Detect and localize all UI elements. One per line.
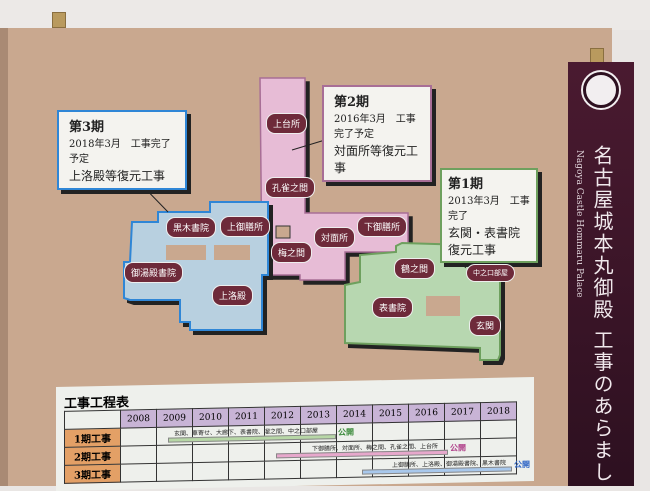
phase3-public: 公開 xyxy=(514,459,530,470)
year-cell: 2013 xyxy=(300,405,337,425)
year-cell: 2014 xyxy=(336,404,373,424)
room-label: 対面所 xyxy=(314,227,356,248)
row-header: 3期工事 xyxy=(64,464,121,484)
room-label: 黒木書院 xyxy=(166,217,217,238)
phase3-callout: 第3期 2018年3月 工事完了予定 上洛殿等復元工事 xyxy=(57,110,187,190)
phase2-label: 第2期 xyxy=(334,95,370,110)
phase2-public: 公開 xyxy=(450,442,466,453)
year-cell: 2017 xyxy=(444,402,481,422)
banner-title: 名古屋城本丸御殿 工事のあらまし xyxy=(590,145,614,484)
year-cell: 2011 xyxy=(228,407,265,426)
phase2-work: 対面所等復元工事 xyxy=(334,144,419,175)
room-label: 下御膳所 xyxy=(357,216,408,237)
room-label: 上御膳所 xyxy=(220,216,271,237)
year-cell: 2008 xyxy=(120,409,157,429)
room-label: 孔雀之間 xyxy=(265,177,316,198)
room-label: 梅之間 xyxy=(271,242,313,263)
phase2-date: 2016年3月 工事完了予定 xyxy=(334,114,416,140)
phase1-label: 第1期 xyxy=(448,177,484,192)
banner-subtitle: Nagoya Castle Hommaru Palace xyxy=(574,150,584,298)
phase1-public: 公開 xyxy=(338,426,354,438)
room-label: 上洛殿 xyxy=(212,285,254,306)
year-cell: 2015 xyxy=(372,404,409,423)
year-cell: 2010 xyxy=(192,407,229,427)
pin xyxy=(52,12,66,28)
row-header: 1期工事 xyxy=(64,428,121,448)
year-cell: 2018 xyxy=(480,401,517,421)
room-label: 上台所 xyxy=(266,113,308,134)
room-label: 表書院 xyxy=(372,297,414,318)
phase3-date: 2018年3月 工事完了予定 xyxy=(69,139,171,165)
corner-cell xyxy=(64,410,121,430)
year-cell: 2016 xyxy=(408,403,445,423)
phase3-label: 第3期 xyxy=(69,120,105,135)
phase2-callout: 第2期 2016年3月 工事完了予定 対面所等復元工事 xyxy=(322,85,432,182)
room-label: 鶴之間 xyxy=(394,258,436,279)
schedule-table: 工事工程表 2008 2009 2010 2011 2012 2013 2014… xyxy=(56,376,534,491)
room-label: 中之口部屋 xyxy=(466,264,515,282)
phase3-work: 上洛殿等復元工事 xyxy=(69,169,166,183)
phase1-work: 玄関・表書院復元工事 xyxy=(448,226,521,257)
wall xyxy=(0,0,650,30)
row-header: 2期工事 xyxy=(64,446,121,466)
room-label: 玄関 xyxy=(469,315,502,336)
aoi-crest-icon xyxy=(583,72,619,108)
phase1-date: 2013年3月 工事完了 xyxy=(448,196,530,222)
phase1-callout: 第1期 2013年3月 工事完了 玄関・表書院復元工事 xyxy=(440,168,538,263)
title-banner xyxy=(568,62,634,486)
year-cell: 2009 xyxy=(156,408,193,428)
room-label: 御湯殿書院 xyxy=(124,262,184,283)
year-cell: 2012 xyxy=(264,406,301,426)
